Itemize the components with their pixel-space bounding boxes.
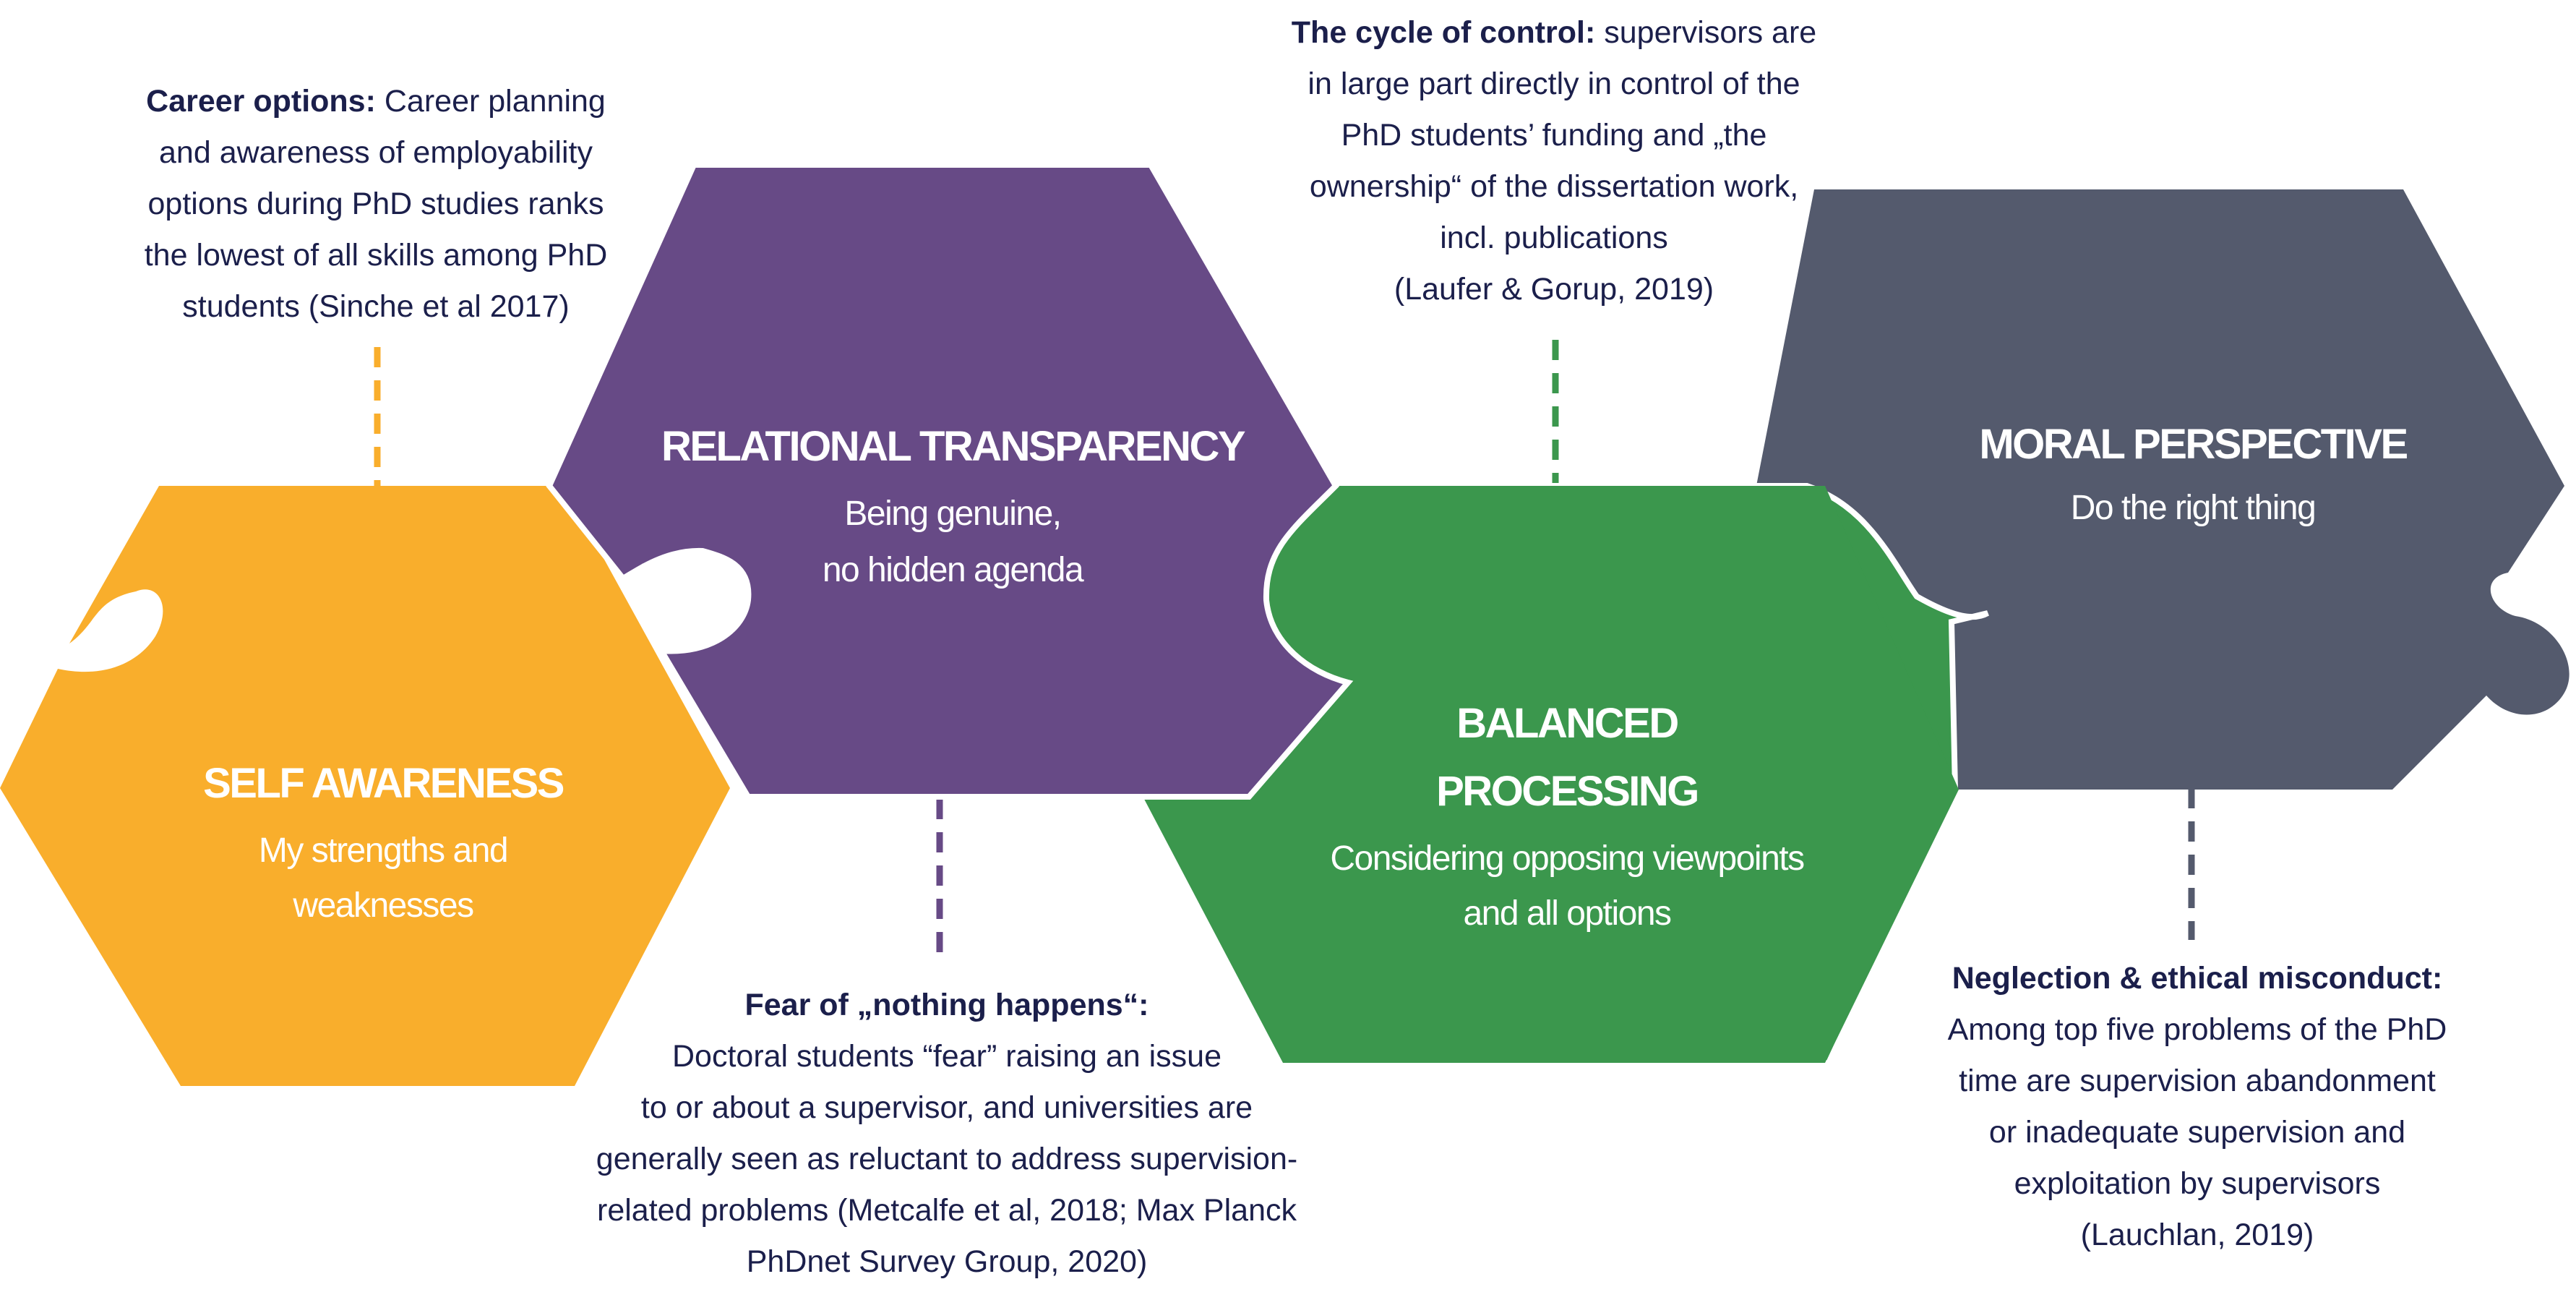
note-career-options: Career options: Career planning and awar… bbox=[87, 76, 665, 333]
note-neglection-ethical-misconduct: Neglection & ethical misconduct: Among t… bbox=[1894, 953, 2501, 1261]
relational-transparency-piece bbox=[546, 162, 1354, 800]
note-career-line-5: students (Sinche et al 2017) bbox=[182, 289, 570, 324]
note-neglection-lead: Neglection & ethical misconduct: bbox=[1952, 961, 2443, 996]
note-career-line-1: Career options: Career planning bbox=[87, 76, 665, 127]
balanced-processing-title-line-1: BALANCED bbox=[1456, 700, 1678, 747]
note-control-line-6: (Laufer & Gorup, 2019) bbox=[1394, 272, 1714, 307]
relational-transparency-title: RELATIONAL TRANSPARENCY bbox=[661, 423, 1245, 470]
note-fear-lead: Fear of „nothing happens“: bbox=[744, 988, 1149, 1022]
relational-transparency-subtitle-line-1: Being genuine, bbox=[844, 495, 1060, 533]
note-control-line-1-text: supervisors are bbox=[1595, 15, 1817, 50]
note-fear-line-4: related problems (Metcalfe et al, 2018; … bbox=[597, 1193, 1297, 1228]
note-neglection-line-1: Among top five problems of the PhD bbox=[1947, 1012, 2447, 1047]
balanced-processing-title-line-2: PROCESSING bbox=[1436, 768, 1698, 815]
moral-perspective-title: MORAL PERSPECTIVE bbox=[1979, 421, 2407, 468]
note-neglection-line-4: exploitation by supervisors bbox=[2014, 1166, 2381, 1201]
note-career-line-1-text: Career planning bbox=[375, 84, 606, 119]
balanced-processing-hex bbox=[1138, 486, 1959, 1063]
note-fear-line-1: Doctoral students “fear” raising an issu… bbox=[671, 1039, 1222, 1074]
relational-transparency-subtitle-line-2: no hidden agenda bbox=[823, 551, 1084, 589]
self-awareness-piece bbox=[0, 486, 730, 1086]
note-career-line-3: options during PhD studies ranks bbox=[147, 187, 604, 221]
self-awareness-subtitle-line-1: My strengths and bbox=[259, 831, 507, 870]
note-control-lead: The cycle of control: bbox=[1291, 15, 1596, 50]
note-career-line-4: the lowest of all skills among PhD bbox=[144, 238, 608, 273]
self-awareness-title: SELF AWARENESS bbox=[203, 760, 564, 807]
self-awareness-subtitle-line-2: weaknesses bbox=[292, 886, 473, 925]
note-control-line-1: The cycle of control: supervisors are bbox=[1229, 7, 1879, 59]
note-neglection-line-5: (Lauchlan, 2019) bbox=[2080, 1218, 2314, 1252]
note-control-line-3: PhD students’ funding and „the bbox=[1341, 118, 1767, 153]
note-fear-line-5: PhDnet Survey Group, 2020) bbox=[746, 1244, 1148, 1279]
note-neglection-line-2: time are supervision abandonment bbox=[1959, 1064, 2436, 1098]
balanced-processing-subtitle-line-2: and all options bbox=[1463, 894, 1671, 933]
note-fear-of-nothing-happens: Fear of „nothing happens“: Doctoral stud… bbox=[535, 980, 1359, 1288]
note-career-lead: Career options: bbox=[146, 84, 376, 119]
balanced-processing-subtitle-line-1: Considering opposing viewpoints bbox=[1330, 839, 1804, 878]
note-career-line-2: and awareness of employability bbox=[159, 135, 593, 170]
note-fear-line-3: generally seen as reluctant to address s… bbox=[596, 1142, 1298, 1176]
note-cycle-of-control: The cycle of control: supervisors are in… bbox=[1229, 7, 1879, 315]
note-control-line-4: ownership“ of the dissertation work, bbox=[1309, 169, 1799, 204]
note-fear-line-2: to or about a supervisor, and universiti… bbox=[640, 1090, 1253, 1125]
note-neglection-line-3: or inadequate supervision and bbox=[1988, 1115, 2406, 1150]
note-control-line-2: in large part directly in control of the bbox=[1308, 67, 1800, 101]
moral-perspective-subtitle: Do the right thing bbox=[2071, 489, 2316, 527]
note-control-line-5: incl. publications bbox=[1440, 221, 1668, 255]
